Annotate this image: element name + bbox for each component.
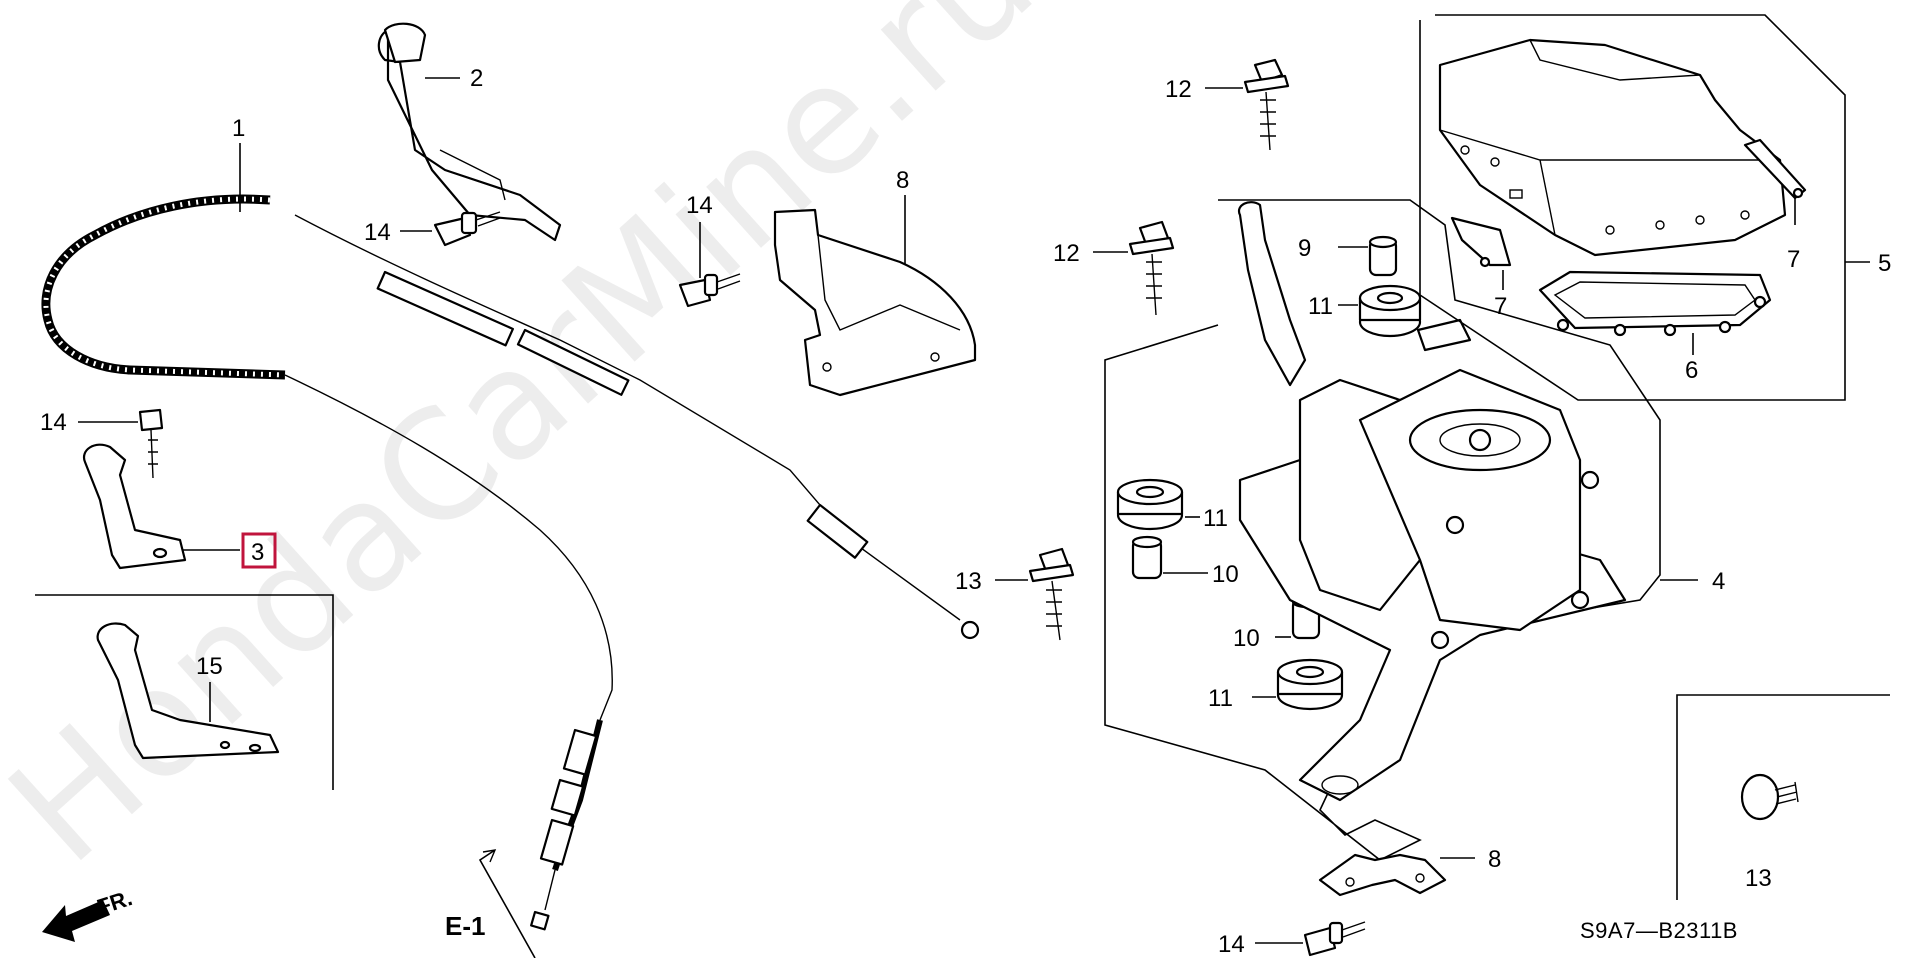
cover-unit[interactable]: [1438, 38, 1787, 257]
cable-assembly[interactable]: [41, 194, 980, 931]
clip-7-right[interactable]: [1743, 138, 1807, 200]
bolt-14-bottom[interactable]: [1303, 921, 1366, 957]
bolt-14-top[interactable]: [433, 211, 501, 247]
collar-10-top[interactable]: [1368, 235, 1398, 277]
callout-5[interactable]: 5: [1878, 250, 1891, 277]
callout-10-low[interactable]: 10: [1233, 625, 1260, 652]
callout-12-low[interactable]: 13: [955, 568, 982, 595]
callout-2[interactable]: 2: [470, 65, 483, 92]
section-divider-lower-right: [1676, 694, 1890, 900]
callout-4[interactable]: 4: [1712, 568, 1725, 595]
bolt-12-top[interactable]: [1243, 58, 1290, 151]
callout-14-left[interactable]: 14: [40, 409, 67, 436]
gasket-6[interactable]: [1538, 270, 1772, 337]
grommet-11-low[interactable]: [1276, 658, 1344, 711]
callout-14-top[interactable]: 14: [364, 219, 391, 246]
callout-10-mid[interactable]: 10: [1212, 561, 1239, 588]
callout-12-mid[interactable]: 12: [1053, 240, 1080, 267]
bracket-8[interactable]: [773, 208, 977, 397]
callout-7-right[interactable]: 7: [1787, 246, 1800, 273]
callout-11-low[interactable]: 11: [1208, 685, 1233, 712]
reference-label: E-1: [445, 911, 485, 941]
callout-10-top[interactable]: 9: [1298, 235, 1311, 262]
bracket-2[interactable]: [377, 22, 562, 242]
callout-14-bottom[interactable]: 14: [1218, 931, 1245, 958]
bracket-9[interactable]: [1318, 853, 1447, 897]
reference-e1[interactable]: E-1: [445, 849, 536, 958]
callout-7-left[interactable]: 7: [1494, 293, 1507, 320]
bolt-14-left[interactable]: [138, 408, 164, 479]
section-divider-lower-left: [35, 594, 334, 790]
grommet-11-top[interactable]: [1358, 284, 1422, 338]
callout-3-highlight-box: [241, 532, 277, 569]
callout-12-top[interactable]: 12: [1165, 76, 1192, 103]
bracket-3[interactable]: [82, 443, 187, 570]
bolt-12-low[interactable]: [1028, 547, 1075, 641]
callout-11-mid[interactable]: 11: [1203, 505, 1228, 532]
callout-1[interactable]: 1: [232, 115, 245, 142]
bolt-12-mid[interactable]: [1128, 220, 1175, 316]
callout-15[interactable]: 15: [196, 653, 223, 680]
clip-7-left[interactable]: [1450, 216, 1512, 268]
callout-3[interactable]: 3: [251, 539, 264, 566]
grommet-11-mid[interactable]: [1116, 478, 1184, 531]
front-direction-arrow: FR.: [42, 885, 135, 942]
callout-11-top[interactable]: 11: [1308, 293, 1333, 320]
clip-13[interactable]: [1740, 773, 1799, 821]
callout-8[interactable]: 8: [896, 167, 909, 194]
callout-9[interactable]: 8: [1488, 846, 1501, 873]
callout-6[interactable]: 6: [1685, 357, 1698, 384]
collar-10-mid[interactable]: [1131, 535, 1163, 580]
bracket-15[interactable]: [96, 622, 280, 760]
watermark: HondaCarMine.ru: [0, 0, 1066, 897]
diagram-code: S9A7—B2311B: [1580, 918, 1738, 943]
actuator-4[interactable]: [1104, 199, 1661, 861]
bolt-14-mid[interactable]: [678, 273, 741, 308]
callout-13[interactable]: 13: [1745, 865, 1772, 892]
callout-14-mid[interactable]: 14: [686, 192, 713, 219]
cover-group-outline: [1419, 14, 1846, 401]
